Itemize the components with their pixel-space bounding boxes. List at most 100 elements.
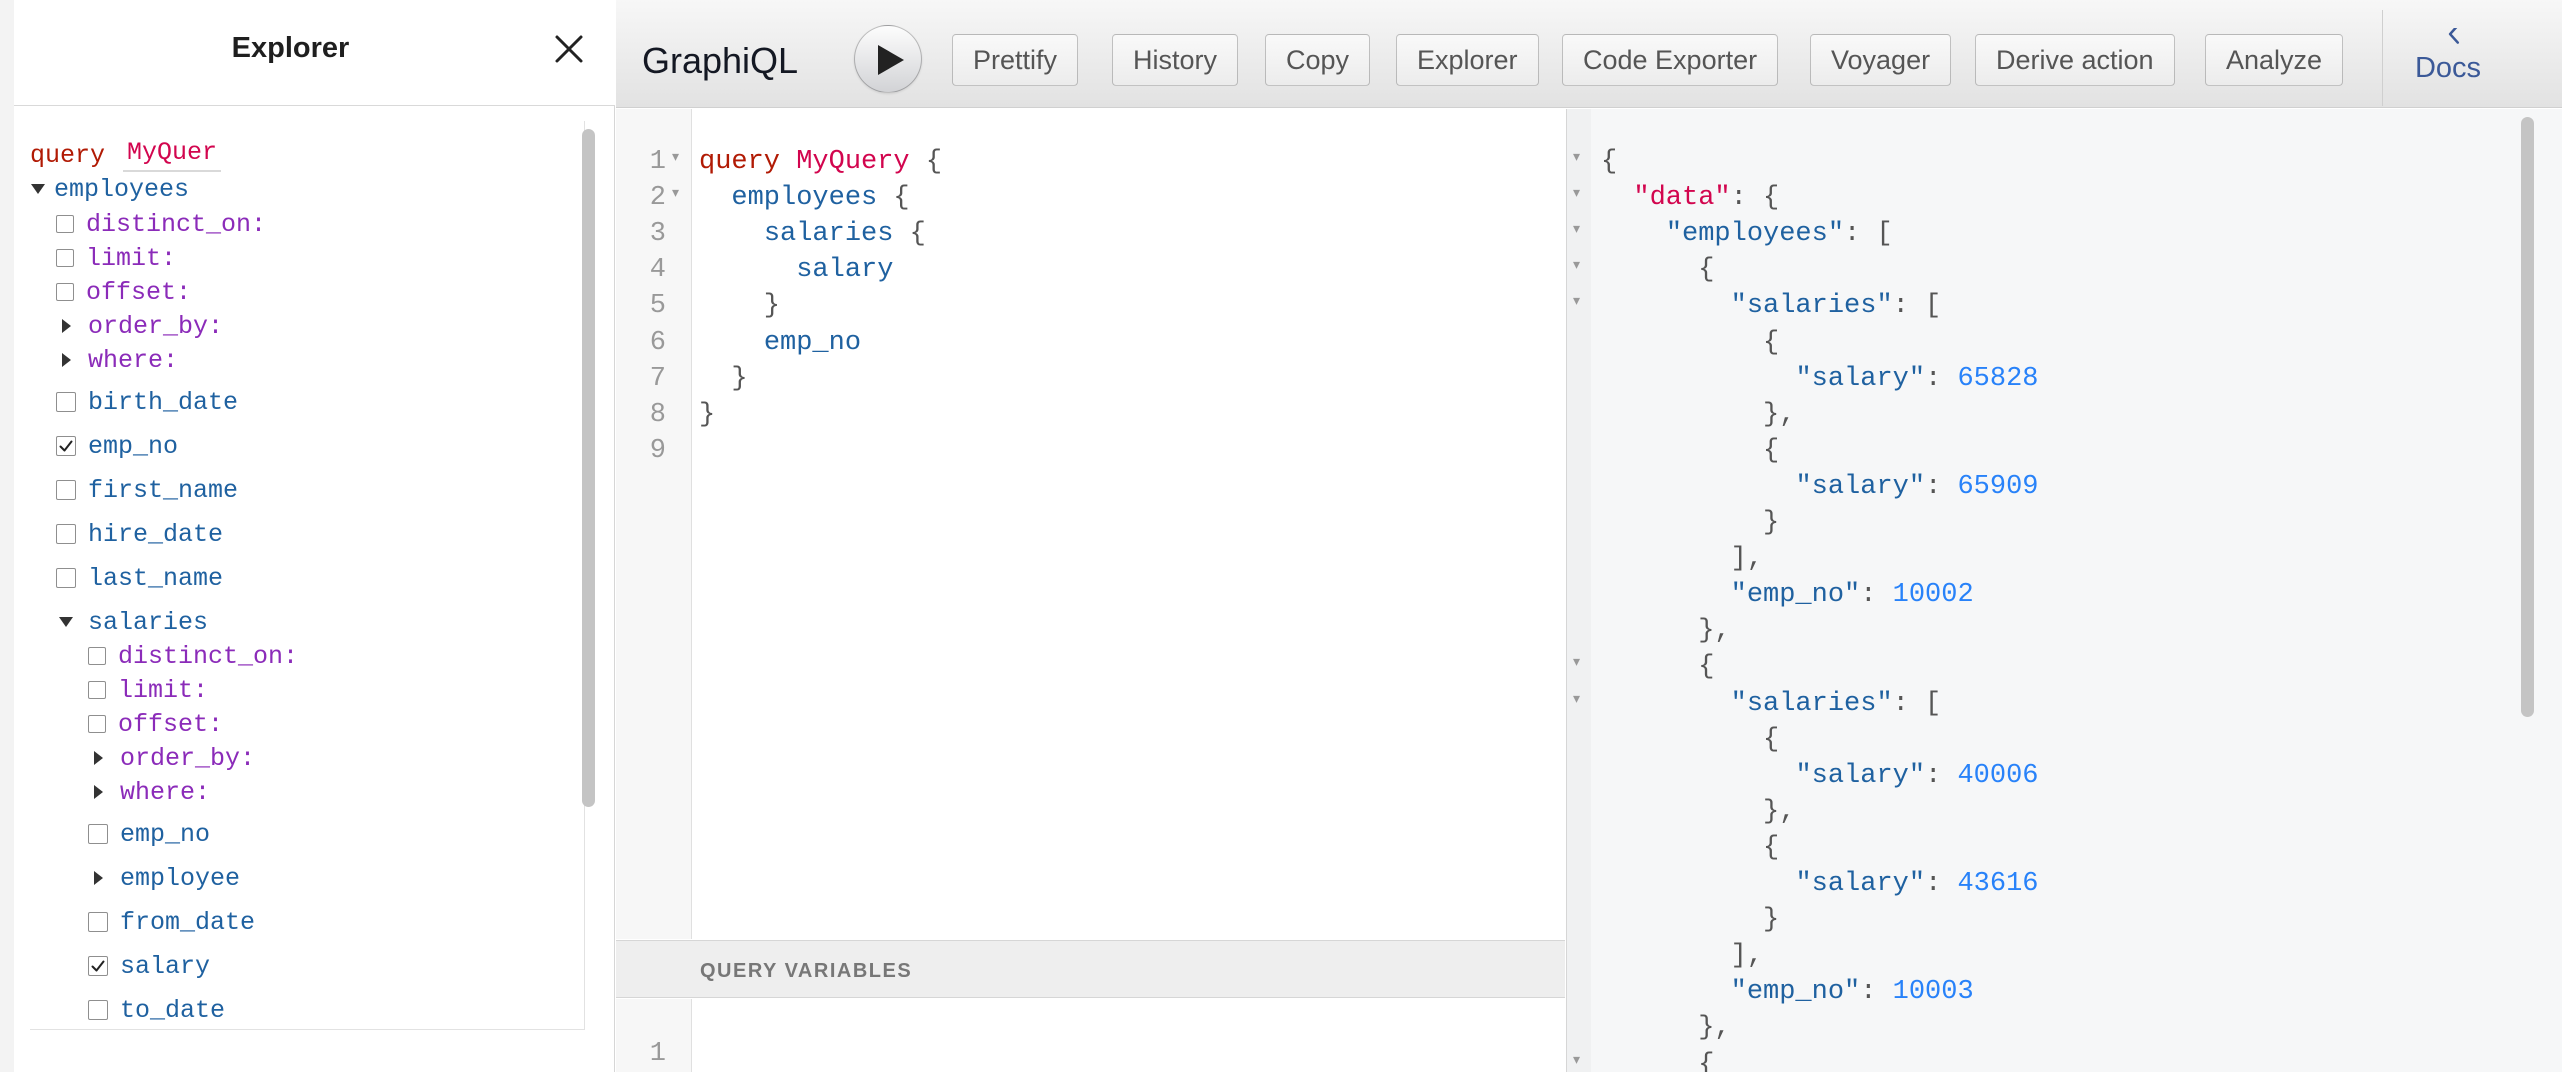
explorer-tree-row[interactable]: limit: [56,241,176,275]
checkbox[interactable] [88,1000,108,1020]
result-token: }, [1601,796,1796,827]
code-token: emp_no [763,327,862,358]
code-token: } [699,363,748,394]
triangle-right-icon[interactable] [56,318,76,334]
checked-checkbox[interactable] [88,956,108,976]
explorer-tree-row[interactable]: birth_date [56,385,238,419]
explorer-button[interactable]: Explorer [1396,34,1539,86]
explorer-tree-row[interactable]: hire_date [56,517,223,551]
explorer-tree-row[interactable]: order_by: [88,741,255,775]
checkbox[interactable] [56,392,76,412]
result-text: "data": { [1601,183,1779,213]
copy-button[interactable]: Copy [1265,34,1371,86]
explorer-tree-row[interactable]: employees [30,172,189,206]
analyze-button[interactable]: Analyze [2205,34,2344,86]
result-text: ], [1601,544,1763,574]
result-scrollbar-thumb[interactable] [2521,117,2534,717]
docs-button[interactable]: Docs [2408,26,2514,96]
code-exporter-button[interactable]: Code Exporter [1562,34,1779,86]
explorer-tree-row[interactable]: where: [88,775,210,809]
explorer-tree-row[interactable]: salary [88,949,210,983]
close-icon[interactable] [552,32,586,66]
fold-arrow-icon[interactable]: ▾ [1573,294,1581,311]
code-token [699,255,796,285]
query-variables-header[interactable]: QUERY VARIABLES [616,940,1565,998]
result-text: "salaries": [ [1601,291,1942,321]
checkbox[interactable] [56,480,76,500]
fold-arrow-icon[interactable]: ▾ [672,186,680,203]
result-token: }, [1601,399,1796,430]
check-icon [91,960,105,972]
triangle-down-icon[interactable] [30,181,46,197]
code-text: } [699,400,715,430]
query-editor[interactable]: 1▾query MyQuery {2▾ employees {3 salarie… [616,109,1565,939]
explorer-tree-row[interactable]: from_date [88,905,255,939]
history-button[interactable]: History [1112,34,1239,86]
result-token [1601,869,1795,899]
checkbox[interactable] [56,215,74,233]
line-number: 1 [649,1039,666,1069]
result-viewer[interactable]: ▾{▾ "data": {▾ "employees": [▾ {▾ "salar… [1566,109,2562,1072]
checkbox[interactable] [56,249,74,267]
checkbox[interactable] [56,568,76,588]
checkbox[interactable] [88,715,106,733]
explorer-scrollbar-thumb[interactable] [582,129,595,807]
triangle-right-icon[interactable] [88,750,108,766]
fold-arrow-icon[interactable]: ▾ [1573,150,1581,166]
result-line: "salary": 40006 [1567,761,2527,797]
explorer-tree-row[interactable]: to_date [88,993,225,1027]
voyager-button[interactable]: Voyager [1810,34,1952,86]
explorer-tree-row[interactable]: emp_no [88,817,210,851]
result-line: ▾ { [1567,1050,2527,1072]
line-number: 1 [649,147,666,177]
result-token: { [1601,1049,1715,1072]
fold-arrow-icon[interactable]: ▾ [672,150,680,166]
query-variables-editor[interactable]: 1 [616,999,1565,1072]
checked-checkbox[interactable] [56,436,76,456]
explorer-tree-row[interactable]: emp_no [56,429,178,463]
checkbox[interactable] [88,647,106,665]
explorer-tree-row[interactable]: distinct_on: [56,207,266,241]
code-token: } [699,291,781,322]
fold-arrow-icon[interactable]: ▾ [1573,186,1581,203]
derive-action-button[interactable]: Derive action [1975,34,2175,86]
explorer-tree-row[interactable]: where: [56,343,178,377]
triangle-right-icon[interactable] [88,784,108,800]
field-label: emp_no [120,819,211,849]
explorer-tree-row[interactable]: employee [88,861,240,895]
fold-arrow-icon[interactable]: ▾ [1573,691,1581,708]
execute-query-button[interactable] [854,25,922,93]
explorer-tree-row[interactable]: salaries [56,605,208,639]
triangle-down-icon[interactable] [56,614,76,630]
checkbox[interactable] [88,912,108,932]
checkbox[interactable] [56,524,76,544]
explorer-tree-row[interactable]: offset: [56,275,191,309]
triangle-right-icon[interactable] [56,352,76,368]
fold-arrow-icon[interactable]: ▾ [1573,258,1581,275]
prettify-button[interactable]: Prettify [952,34,1079,86]
operation-name-input[interactable]: MyQuer [123,138,222,172]
checkbox[interactable] [56,283,74,301]
result-token: } [1601,508,1780,538]
result-token: { [1601,724,1780,755]
fold-arrow-icon[interactable]: ▾ [1573,655,1581,672]
fold-arrow-icon[interactable]: ▾ [1573,1052,1581,1069]
result-token [1601,977,1731,1007]
explorer-tree-row[interactable]: offset: [88,707,223,741]
explorer-tree-row[interactable]: first_name [56,473,238,507]
explorer-tree-row[interactable]: distinct_on: [88,639,298,673]
explorer-tree-row[interactable]: limit: [88,673,208,707]
result-token: 65828 [1957,363,2039,394]
explorer-tree-row[interactable]: order_by: [56,309,223,343]
explorer-tree-row[interactable]: last_name [56,561,223,595]
result-line: ▾ "salaries": [ [1567,291,2527,327]
triangle-right-icon[interactable] [88,870,108,886]
argument-label: where: [88,345,179,375]
result-token: }, [1601,1013,1731,1044]
fold-arrow-icon[interactable]: ▾ [1573,222,1581,239]
line-number: 2 [649,183,666,214]
code-text: salary [699,255,893,285]
checkbox[interactable] [88,824,108,844]
checkbox[interactable] [88,681,106,699]
